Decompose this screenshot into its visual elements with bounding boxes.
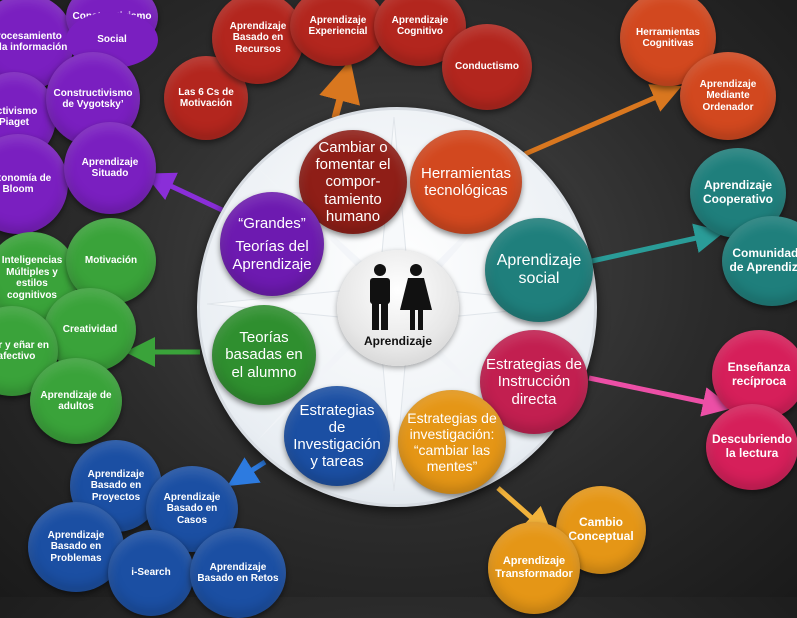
grandes-line-1: “Grandes” <box>238 215 306 233</box>
grandes-line-2: Teorías del <box>235 238 309 256</box>
grandes-line-3: Aprendizaje <box>232 255 312 273</box>
spoke-cambiar-mentes: Estrategias de investigación: “cambiar l… <box>398 390 506 494</box>
spoke-teorias-alumno: Teorías basadas en el alumno <box>212 305 316 405</box>
center-label: Aprendizaje <box>363 334 432 348</box>
arrow-to-purple <box>144 172 224 213</box>
bubble-ordenador: Aprendizaje Mediante Ordenador <box>680 52 776 140</box>
spoke-cambiar-comportamiento: Cambiar o fomentar el compor-tamiento hu… <box>299 130 407 234</box>
spoke-grandes-teorias: “Grandes” Teorías del Aprendizaje <box>220 192 324 296</box>
arrow-to-teal <box>591 223 725 264</box>
arrow-to-top <box>319 59 360 119</box>
spoke-investigacion-tareas: Estrategias de Investigación y tareas <box>284 386 390 486</box>
bubble-isearch: i-Search <box>108 530 194 616</box>
bubble-creatividad: Creatividad <box>44 288 136 372</box>
bubble-herramientas-cognitivas: Herramientas Cognitivas <box>620 0 716 86</box>
bubble-experiencial: Aprendizaje Experiencial <box>290 0 386 66</box>
bubble-cambio-conceptual: Cambio Conceptual <box>556 486 646 574</box>
connector-arrows <box>125 59 733 537</box>
bubble-retos: Aprendizaje Basado en Retos <box>190 528 286 618</box>
bubble-descubriendo: Descubriendo la lectura <box>706 404 797 490</box>
bubble-adultos: Aprendizaje de adultos <box>30 358 122 444</box>
spoke-aprendizaje-social: Aprendizaje social <box>485 218 593 322</box>
people-icon <box>370 264 432 330</box>
arrow-to-orange <box>496 486 554 537</box>
spoke-herramientas-tecnologicas: Herramientas tecnológicas <box>410 130 522 234</box>
bubble-transformador: Aprendizaje Transformador <box>488 522 580 614</box>
arrow-to-topright <box>524 84 682 157</box>
bubble-reciproca: Enseñanza recíproca <box>712 330 797 420</box>
arrow-to-pink <box>588 375 733 417</box>
center-circle <box>337 250 459 366</box>
bubble-situado: Aprendizaje Situado <box>64 122 156 214</box>
arrow-to-blue <box>227 457 267 487</box>
bubble-comunidades: Comunidades de Aprendizaje <box>722 216 797 306</box>
bubble-conductismo: Conductismo <box>442 24 532 110</box>
bubble-recursos: Aprendizaje Basado en Recursos <box>212 0 304 84</box>
